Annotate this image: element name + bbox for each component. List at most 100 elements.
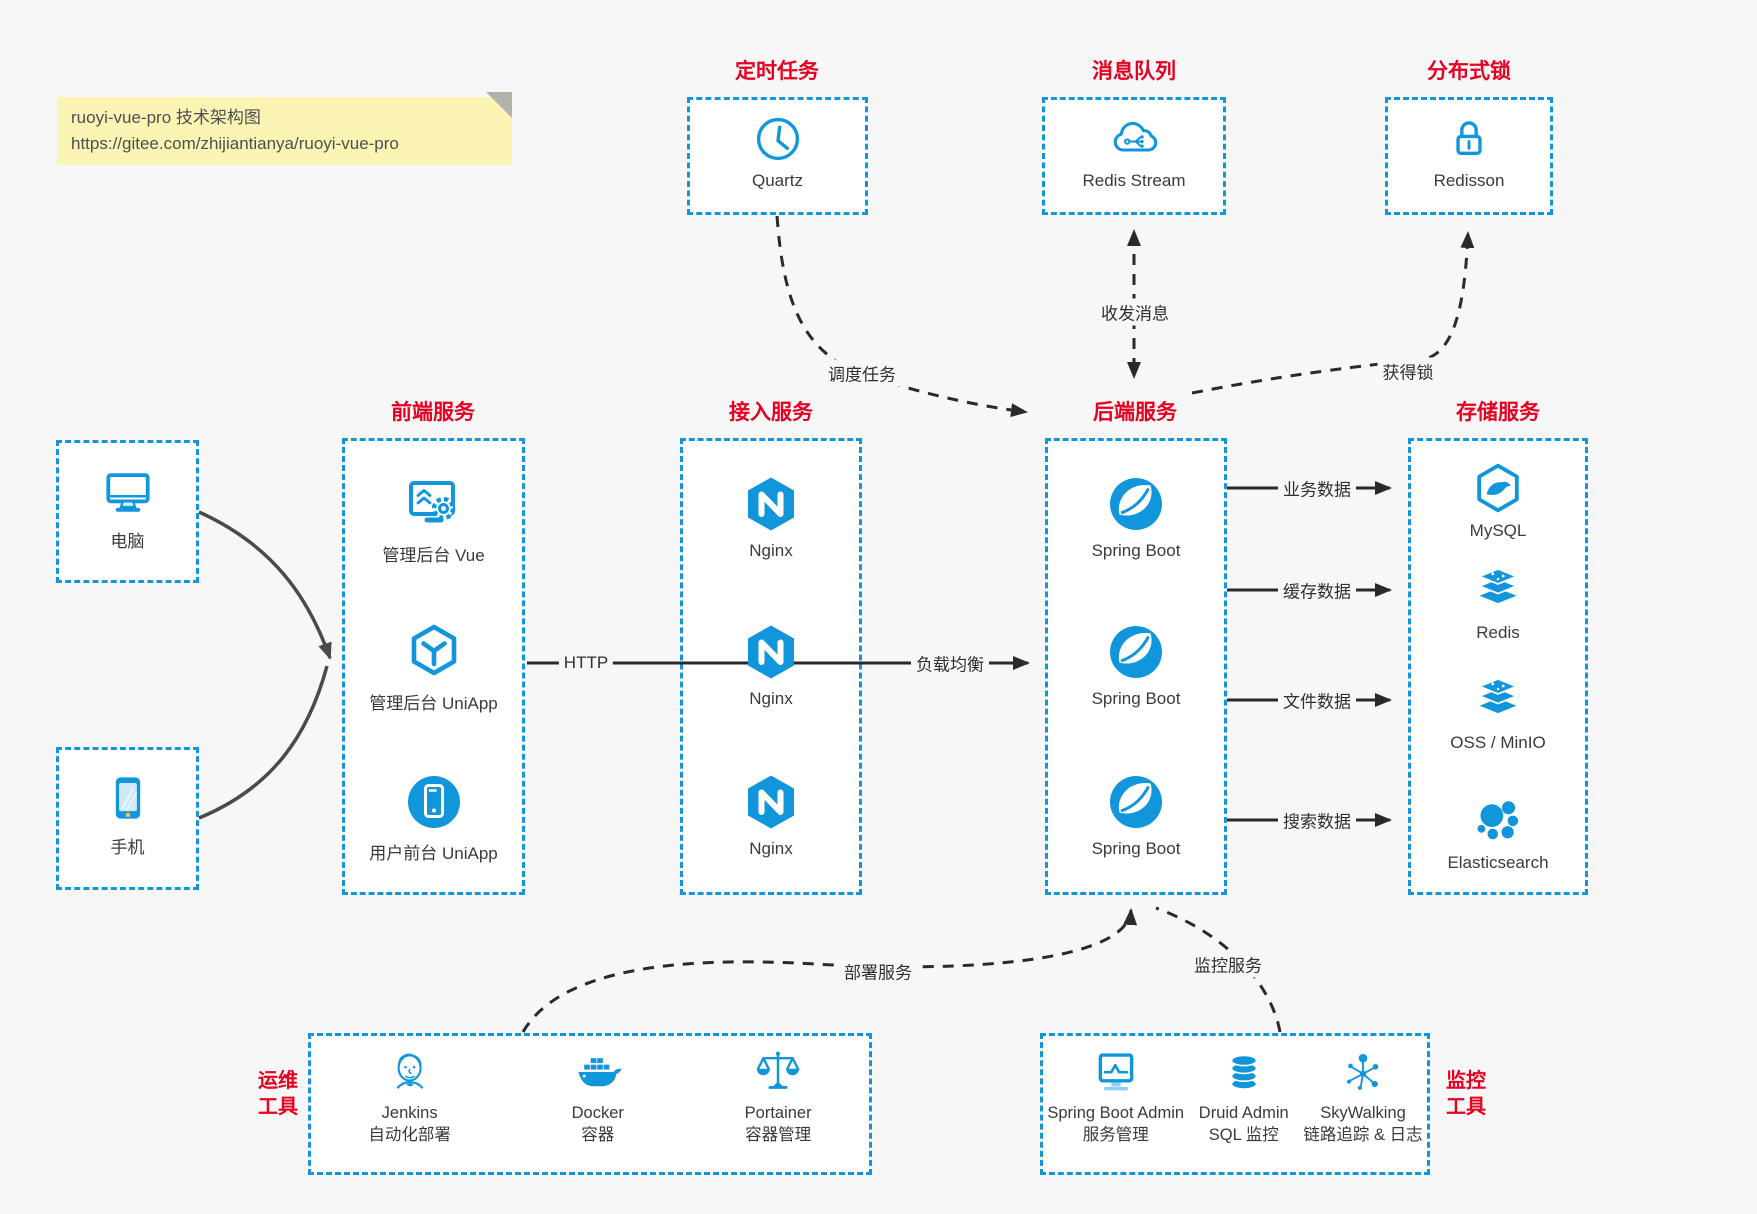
schedule-task-arrow — [775, 215, 1028, 418]
sb-admin-node: Spring Boot Admin 服务管理 — [1047, 1048, 1184, 1146]
computer-node: 电脑 — [56, 462, 199, 552]
mysql-icon — [1477, 463, 1519, 513]
jenkins-node: Jenkins 自动化部署 — [368, 1046, 451, 1146]
monitoring-tools-title: 监控 工具 — [1446, 1070, 1486, 1118]
elasticsearch-node: Elasticsearch — [1408, 792, 1588, 873]
edge-http: HTTP — [558, 652, 614, 674]
docker-name: Docker — [571, 1104, 624, 1122]
network-nodes-icon — [1346, 1053, 1379, 1090]
admin-uniapp-label: 管理后台 UniApp — [369, 694, 498, 713]
nginx-label-3: Nginx — [749, 839, 793, 858]
druid-name: Druid Admin — [1198, 1104, 1289, 1122]
admin-dashboard-gear-icon — [408, 481, 455, 523]
redisson-node: Redisson — [1385, 112, 1553, 191]
redis-stream-node: Redis Stream — [1042, 112, 1226, 191]
phone-icon — [115, 777, 140, 819]
portainer-name: Portainer — [744, 1104, 812, 1122]
title-storage: 存储服务 — [1456, 401, 1540, 424]
clients-to-frontend-arrow — [198, 510, 332, 820]
oss-minio-node: OSS / MinIO — [1408, 672, 1588, 753]
skywalking-name: SkyWalking — [1320, 1104, 1406, 1122]
phone-box — [56, 747, 199, 890]
mq-box — [1042, 97, 1226, 215]
deploy-arrow — [521, 908, 1138, 1033]
sticky-note: ruoyi-vue-pro 技术架构图 https://gitee.com/zh… — [57, 97, 512, 165]
lock-icon — [1456, 121, 1482, 156]
nginx-icon — [748, 775, 794, 829]
jenkins-icon — [396, 1053, 424, 1089]
druid-node: Druid Admin SQL 监控 — [1199, 1048, 1289, 1146]
spring-boot-icon — [1110, 776, 1162, 828]
nginx-icon — [748, 625, 794, 679]
title-scheduler: 定时任务 — [735, 60, 819, 83]
note-fold-corner — [486, 92, 512, 118]
title-frontend: 前端服务 — [391, 401, 475, 424]
admin-vue-label: 管理后台 Vue — [382, 546, 485, 565]
edge-business-data: 业务数据 — [1278, 474, 1356, 502]
elasticsearch-icon — [1477, 801, 1519, 840]
title-mq: 消息队列 — [1092, 60, 1176, 83]
portainer-node: Portainer 容器管理 — [745, 1046, 812, 1146]
quartz-node: Quartz — [687, 112, 868, 191]
monitoring-tools-items: Spring Boot Admin 服务管理 Druid Admin SQL 监… — [1040, 1048, 1430, 1146]
spring-boot-icon — [1110, 626, 1162, 678]
redis-node: Redis — [1408, 562, 1588, 643]
uniapp-hexagon-icon — [411, 624, 456, 676]
nginx-label-2: Nginx — [749, 689, 793, 708]
admin-uniapp-node: 管理后台 UniApp — [342, 620, 525, 714]
edge-monitor: 监控服务 — [1189, 950, 1267, 978]
quartz-label: Quartz — [751, 171, 804, 190]
springboot-label-1: Spring Boot — [1091, 541, 1181, 560]
user-uniapp-label: 用户前台 UniApp — [369, 844, 498, 863]
monitor-chart-icon — [1098, 1053, 1134, 1091]
skywalking-desc: 链路追踪 & 日志 — [1303, 1126, 1423, 1144]
edge-cache-data: 缓存数据 — [1278, 576, 1356, 604]
redisson-label: Redisson — [1433, 171, 1505, 190]
computer-icon — [105, 473, 150, 512]
jenkins-name: Jenkins — [381, 1104, 438, 1122]
skywalking-node: SkyWalking 链路追踪 & 日志 — [1303, 1048, 1423, 1146]
oss-minio-label: OSS / MinIO — [1450, 733, 1546, 752]
docker-icon — [578, 1058, 622, 1087]
nginx-label-1: Nginx — [749, 541, 793, 560]
cloud-stream-icon — [1113, 121, 1158, 152]
redis-stream-label: Redis Stream — [1082, 171, 1186, 190]
user-uniapp-node: 用户前台 UniApp — [342, 770, 525, 864]
edge-schedule: 调度任务 — [823, 359, 901, 387]
sb-admin-name: Spring Boot Admin — [1047, 1104, 1185, 1122]
mobile-app-circle-icon — [407, 776, 460, 828]
elasticsearch-label: Elasticsearch — [1447, 853, 1549, 872]
clock-icon — [756, 117, 799, 161]
redis-stack-icon — [1477, 568, 1519, 604]
springboot-node-3: Spring Boot — [1045, 770, 1227, 859]
ops-tools-items: Jenkins 自动化部署 Docker 容器 — [308, 1046, 872, 1146]
admin-vue-node: 管理后台 Vue — [342, 472, 525, 566]
note-url: https://gitee.com/zhijiantianya/ruoyi-vu… — [71, 134, 399, 153]
nginx-icon — [748, 477, 794, 531]
title-gateway: 接入服务 — [729, 401, 813, 424]
nginx-node-2: Nginx — [680, 620, 862, 709]
docker-desc: 容器 — [581, 1126, 615, 1144]
phone-label: 手机 — [110, 838, 145, 857]
edge-acquire-lock: 获得锁 — [1377, 357, 1439, 385]
edge-search-data: 搜索数据 — [1278, 806, 1356, 834]
title-lock: 分布式锁 — [1427, 60, 1511, 83]
title-backend: 后端服务 — [1093, 401, 1177, 424]
druid-desc: SQL 监控 — [1208, 1126, 1279, 1144]
springboot-label-3: Spring Boot — [1091, 839, 1181, 858]
mysql-label: MySQL — [1469, 521, 1527, 540]
docker-node: Docker 容器 — [572, 1046, 624, 1146]
ops-tools-title: 运维 工具 — [258, 1070, 298, 1118]
phone-node: 手机 — [56, 768, 199, 858]
database-icon — [1230, 1054, 1258, 1090]
mysql-node: MySQL — [1408, 460, 1588, 541]
edge-load-balance: 负载均衡 — [911, 649, 989, 677]
lock-box — [1385, 97, 1553, 215]
edge-deploy: 部署服务 — [839, 957, 917, 985]
portainer-desc: 容器管理 — [745, 1126, 812, 1144]
sb-admin-desc: 服务管理 — [1082, 1126, 1149, 1144]
spring-boot-icon — [1110, 478, 1162, 530]
springboot-label-2: Spring Boot — [1091, 689, 1181, 708]
edge-messages: 收发消息 — [1096, 298, 1174, 326]
